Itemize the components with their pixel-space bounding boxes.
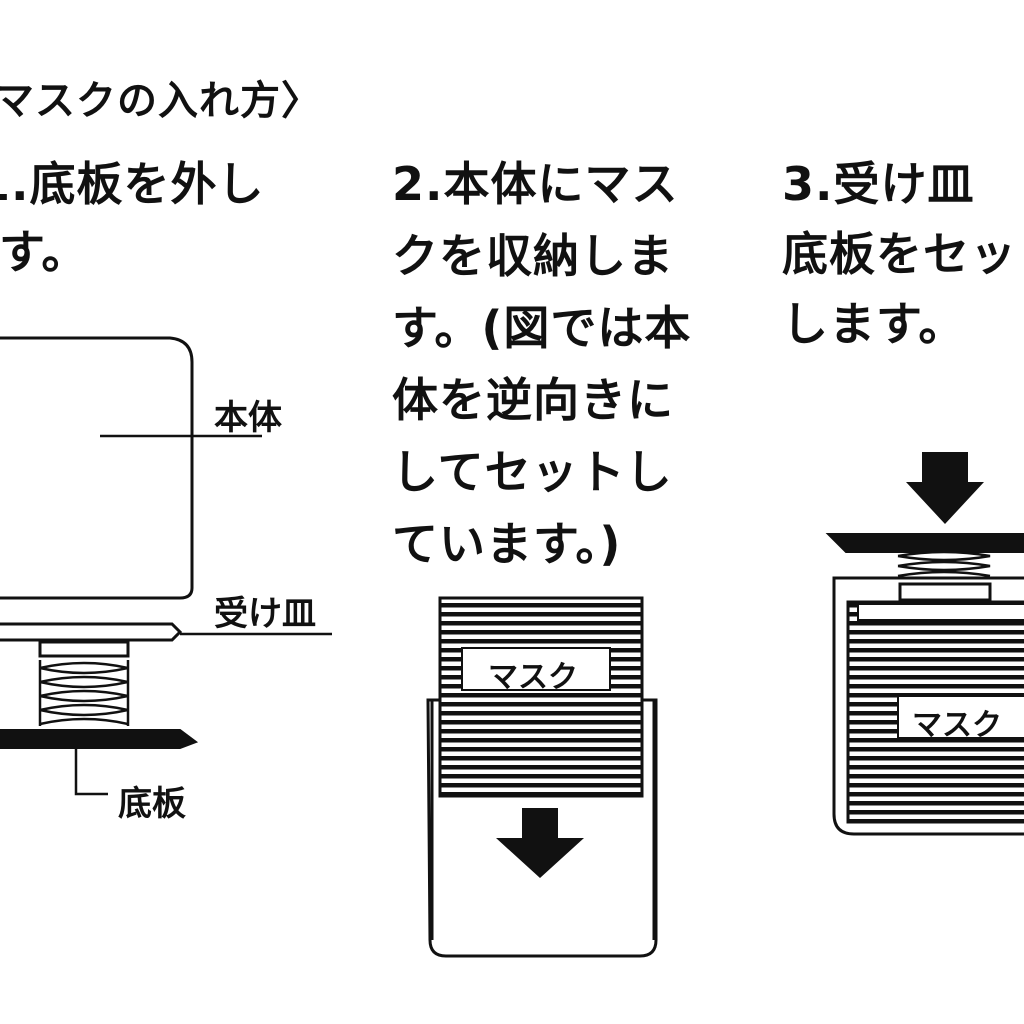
down-arrow-icon bbox=[496, 808, 584, 878]
label-tray: 受け皿 bbox=[214, 594, 316, 634]
figure-2-insert bbox=[426, 596, 658, 958]
instructions-heading: マスクの入れ方〉 bbox=[0, 78, 322, 124]
mask-label-box bbox=[461, 647, 611, 691]
step-2-line-6: ています。) bbox=[392, 517, 622, 571]
base-leader-line bbox=[74, 748, 108, 796]
label-mask-figure-3: マスク bbox=[912, 708, 1002, 743]
label-mask-figure-2: マスク bbox=[488, 660, 578, 695]
spring-coils bbox=[897, 550, 991, 578]
step-2-line-2: クを収納しま bbox=[392, 229, 674, 283]
spring-top-cap bbox=[898, 582, 992, 602]
mask-stack-top bbox=[857, 603, 1024, 621]
step-2-line-1: 2.本体にマス bbox=[392, 157, 679, 211]
down-arrow-icon bbox=[906, 452, 984, 524]
figure-1-device bbox=[0, 336, 332, 796]
mask-label-box bbox=[897, 695, 1024, 739]
label-body: 本体 bbox=[214, 398, 282, 438]
mask-stack bbox=[438, 596, 644, 798]
step-2-line-5: してセットし bbox=[392, 445, 673, 499]
step-3-line-2: 底板をセッ bbox=[782, 227, 1017, 281]
base-plate bbox=[825, 533, 1024, 553]
base-plate bbox=[0, 729, 199, 749]
step-2-line-4: 体を逆向きに bbox=[392, 373, 674, 427]
step-3-line-3: します。 bbox=[782, 297, 966, 351]
step-3-line-1: 3.受け皿 bbox=[782, 157, 975, 211]
figure-3-set-base bbox=[825, 452, 1024, 836]
device-body bbox=[0, 336, 194, 600]
step-1-line-2: ます。 bbox=[0, 225, 89, 279]
spring-top-cap bbox=[38, 640, 130, 658]
tray-plate bbox=[0, 622, 183, 642]
step-2-line-3: す。(図では本 bbox=[392, 301, 692, 355]
spring-coils bbox=[38, 660, 130, 726]
step-1-line-1: 1.底板を外し bbox=[0, 157, 265, 211]
label-base: 底板 bbox=[118, 784, 186, 824]
